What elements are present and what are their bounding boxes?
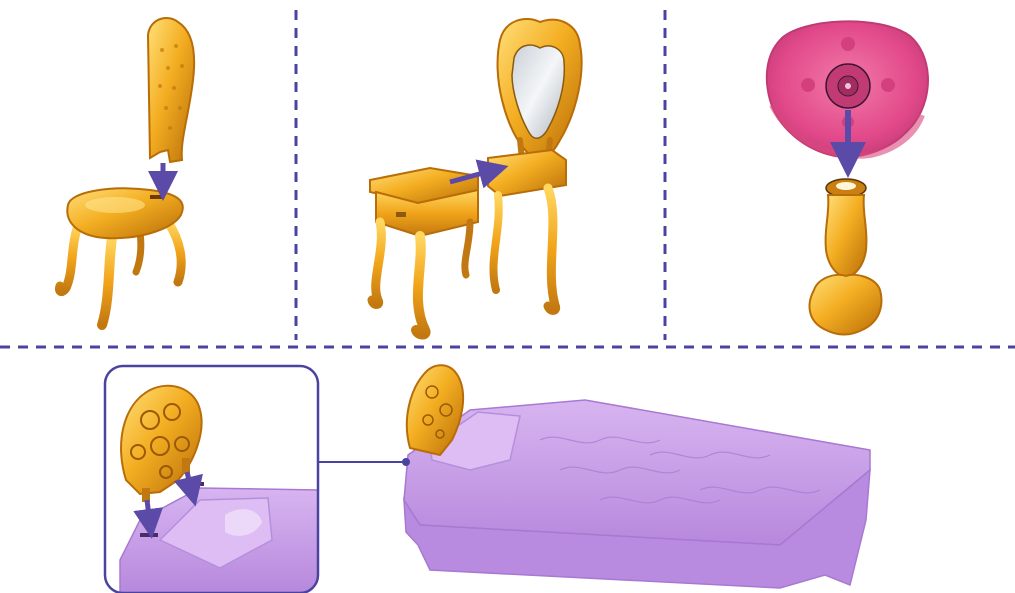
chair-backrest [148,18,194,162]
lamp-base-foot [810,275,882,335]
vanity-table-leg-right [465,222,470,275]
vanity-drawer-knob [396,212,406,217]
chair-leg-back-left [136,232,141,272]
inset-bed-slot [140,533,158,537]
inset-connector-dot [402,458,410,466]
chair-leg-front-left [59,225,78,292]
bed-panel [105,365,870,593]
chair-slot [150,195,164,199]
arrow-down-icon [147,500,150,524]
chair-leg-back-right [168,222,181,282]
bed-zoom-inset [105,366,318,593]
vanity-table-leg-front [416,236,426,335]
vanity-panel [370,19,582,334]
chair-panel [59,18,194,325]
vanity-stand-leg-right [548,188,556,310]
vanity-stand-leg-left [493,195,498,290]
vanity-stand-top [488,150,566,196]
chair-leg-front-right [102,238,112,325]
chair-seat [67,188,182,238]
vanity-table-leg-left [372,222,381,305]
lamp-base-column [826,195,867,278]
lamp-panel [767,21,928,334]
